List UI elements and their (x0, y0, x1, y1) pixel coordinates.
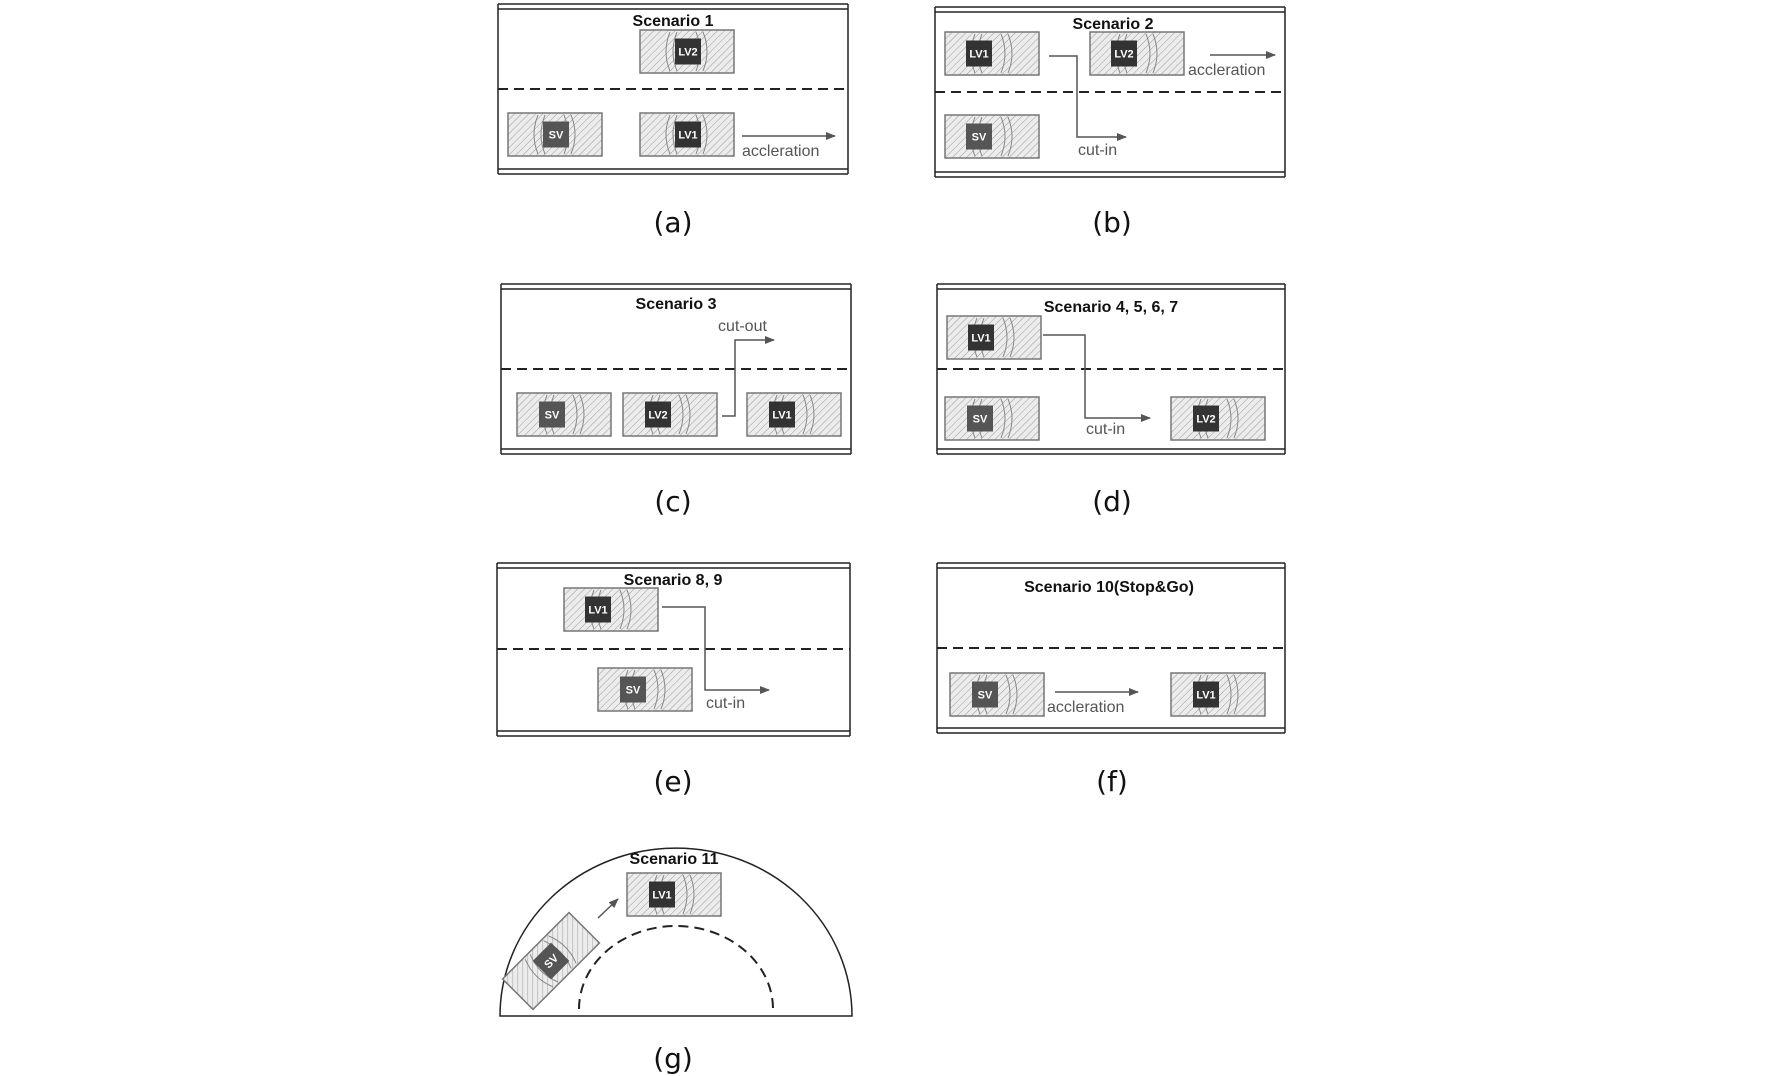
note-acceleration: accleration (1188, 62, 1265, 79)
sv-car: SV (944, 396, 1040, 441)
note-cut-in: cut-in (1078, 142, 1117, 159)
lv1-car: LV1 (1170, 672, 1266, 717)
cut-in-arrow (1043, 334, 1151, 422)
panel-f-title: Scenario 10(Stop&Go) (1024, 579, 1194, 596)
road-b (934, 6, 1286, 178)
curved-road-outer (499, 847, 853, 1017)
panel-f-caption: (f) (1096, 765, 1128, 798)
vehicle-label: LV1 (969, 49, 988, 61)
vehicle-label: LV1 (652, 890, 671, 902)
panel-e-title: Scenario 8, 9 (624, 572, 723, 589)
note-cut-out: cut-out (718, 318, 767, 335)
panel-b: Scenario 2 LV1 LV2 SV accleration cut-in… (934, 6, 1286, 239)
vehicle-label: SV (973, 414, 988, 426)
panel-a-caption: (a) (653, 206, 692, 239)
vehicle-label: SV (972, 132, 987, 144)
vehicle-label: LV2 (678, 47, 697, 59)
note-cut-in: cut-in (706, 695, 745, 712)
vehicle-label: LV1 (588, 605, 607, 617)
vehicle-label: SV (545, 410, 560, 422)
sv-car: SV (949, 672, 1045, 717)
lv1-car: LV1 (626, 872, 722, 917)
panel-d-title: Scenario 4, 5, 6, 7 (1044, 299, 1178, 316)
panel-e-caption: (e) (653, 765, 692, 798)
lv1-car: LV1 (946, 315, 1042, 360)
panel-f: Scenario 10(Stop&Go) SV LV1 accleration … (936, 562, 1286, 798)
lv2-car: LV2 (1170, 396, 1266, 441)
panel-g: Scenario 11 LV1 SV (g) (499, 847, 853, 1075)
sv-car: SV (501, 911, 601, 1011)
vehicle-label: LV2 (648, 410, 667, 422)
vehicle-label: LV1 (678, 130, 697, 142)
panel-g-caption: (g) (653, 1042, 693, 1075)
sv-car: SV (597, 667, 693, 712)
note-acceleration: accleration (742, 143, 819, 160)
lv1-car: LV1 (639, 112, 735, 157)
panel-c: Scenario 3 SV LV2 LV1 cut-out (c) (500, 283, 852, 518)
lv2-car: LV2 (1089, 31, 1185, 76)
cut-out-arrow (722, 336, 775, 417)
lv1-car: LV1 (563, 587, 659, 632)
vehicle-label: SV (626, 685, 641, 697)
road-d (936, 283, 1286, 455)
vehicle-label: SV (549, 130, 564, 142)
note-acceleration: accleration (1047, 699, 1124, 716)
panel-b-caption: (b) (1092, 206, 1132, 239)
note-cut-in: cut-in (1086, 421, 1125, 438)
cut-in-arrow (662, 606, 770, 694)
vehicle-label: LV1 (772, 410, 791, 422)
road-c (500, 283, 852, 455)
vehicle-label: LV1 (1196, 690, 1215, 702)
road-e (496, 562, 851, 737)
curved-road-dashed (578, 925, 774, 1010)
road-f (936, 562, 1286, 734)
panel-d-caption: (d) (1092, 485, 1132, 518)
panel-a: Scenario 1 LV2 SV LV1 accleration (a) (497, 3, 849, 239)
panel-g-title: Scenario 11 (630, 851, 719, 868)
vehicle-label: LV2 (1196, 414, 1215, 426)
vehicle-label: SV (978, 690, 993, 702)
sv-car: SV (516, 392, 612, 437)
panel-c-caption: (c) (654, 485, 691, 518)
lv2-car: LV2 (639, 29, 735, 74)
panel-b-title: Scenario 2 (1073, 16, 1154, 33)
lv2-car: LV2 (622, 392, 718, 437)
lv1-car: LV1 (746, 392, 842, 437)
vehicle-label: LV1 (971, 333, 990, 345)
direction-arrow (597, 898, 619, 919)
panel-a-title: Scenario 1 (633, 13, 714, 30)
lv1-car: LV1 (944, 31, 1040, 76)
panel-d: Scenario 4, 5, 6, 7 LV1 SV LV2 cut-in (d… (936, 283, 1286, 518)
sv-car: SV (944, 114, 1040, 159)
panel-e: Scenario 8, 9 LV1 SV cut-in (e) (496, 562, 851, 798)
sv-car: SV (507, 112, 603, 157)
cut-in-arrow (1049, 55, 1127, 141)
road-a (497, 3, 849, 175)
panel-c-title: Scenario 3 (636, 296, 717, 313)
vehicle-label: LV2 (1114, 49, 1133, 61)
